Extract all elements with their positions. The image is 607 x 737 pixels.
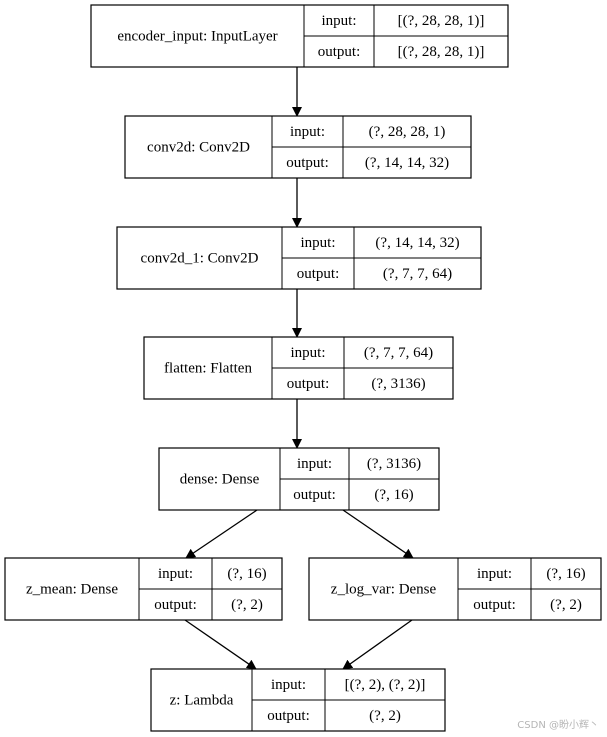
node-z: z: Lambda input: output: [(?, 2), (?, 2)] (?… xyxy=(150,668,446,732)
node-dense: dense: Dense input: output: (?, 3136) (?, 16… xyxy=(158,447,440,511)
input-shape: (?, 16) xyxy=(227,566,266,582)
input-shape: (?, 7, 7, 64) xyxy=(364,345,433,361)
edge-z_log_var-to-z xyxy=(342,619,413,670)
node-conv2d_1: conv2d_1: Conv2D input: output: (?, 14, 14,… xyxy=(116,226,482,290)
input-label: input: xyxy=(297,456,332,472)
edge-z_mean-to-z xyxy=(184,619,257,670)
layer-name: z: Lambda xyxy=(170,692,234,708)
node-z_log_var: z_log_var: Dense input: output: (?, 16) (?, … xyxy=(308,557,602,621)
input-shape: (?, 16) xyxy=(546,566,585,582)
output-label: output: xyxy=(293,487,336,503)
nodes-layer: encoder_input: InputLayer input: output: [(… xyxy=(4,4,602,732)
input-shape: (?, 14, 14, 32) xyxy=(375,235,459,251)
input-label: input: xyxy=(300,235,335,251)
node-z_mean: z_mean: Dense input: output: (?, 16) (?, 2) xyxy=(4,557,283,621)
node-conv2d: conv2d: Conv2D input: output: (?, 28, 28, 1… xyxy=(124,115,472,179)
output-shape: (?, 14, 14, 32) xyxy=(365,155,449,171)
output-label: output: xyxy=(154,597,197,613)
input-label: input: xyxy=(477,566,512,582)
output-shape: (?, 7, 7, 64) xyxy=(383,266,452,282)
output-shape: (?, 2) xyxy=(550,597,582,613)
edges-layer xyxy=(184,67,414,670)
layer-name: conv2d: Conv2D xyxy=(147,139,250,155)
layer-name: flatten: Flatten xyxy=(164,360,252,376)
input-shape: (?, 3136) xyxy=(367,456,421,472)
input-label: input: xyxy=(158,566,193,582)
node-encoder_input: encoder_input: InputLayer input: output: [(… xyxy=(90,4,509,68)
input-shape: [(?, 2), (?, 2)] xyxy=(345,677,426,693)
edge-dense-to-z_mean xyxy=(185,509,258,559)
output-label: output: xyxy=(267,708,310,724)
layer-name: dense: Dense xyxy=(180,471,260,487)
output-label: output: xyxy=(287,376,330,392)
input-label: input: xyxy=(290,124,325,140)
input-shape: [(?, 28, 28, 1)] xyxy=(398,13,485,29)
input-label: input: xyxy=(290,345,325,361)
input-label: input: xyxy=(321,13,356,29)
output-label: output: xyxy=(297,266,340,282)
node-flatten: flatten: Flatten input: output: (?, 7, 7, 6… xyxy=(143,336,454,400)
watermark: CSDN @盼小辉丶 xyxy=(517,720,599,731)
output-label: output: xyxy=(286,155,329,171)
layer-name: z_log_var: Dense xyxy=(331,581,437,597)
output-shape: [(?, 28, 28, 1)] xyxy=(398,44,485,60)
input-label: input: xyxy=(271,677,306,693)
layer-name: z_mean: Dense xyxy=(26,581,118,597)
input-shape: (?, 28, 28, 1) xyxy=(369,124,446,140)
output-label: output: xyxy=(318,44,361,60)
output-label: output: xyxy=(473,597,516,613)
output-shape: (?, 2) xyxy=(369,708,401,724)
layer-name: conv2d_1: Conv2D xyxy=(141,250,259,266)
output-shape: (?, 2) xyxy=(231,597,263,613)
output-shape: (?, 16) xyxy=(374,487,413,503)
output-shape: (?, 3136) xyxy=(371,376,425,392)
edge-dense-to-z_log_var xyxy=(342,509,414,559)
layer-name: encoder_input: InputLayer xyxy=(117,28,277,44)
